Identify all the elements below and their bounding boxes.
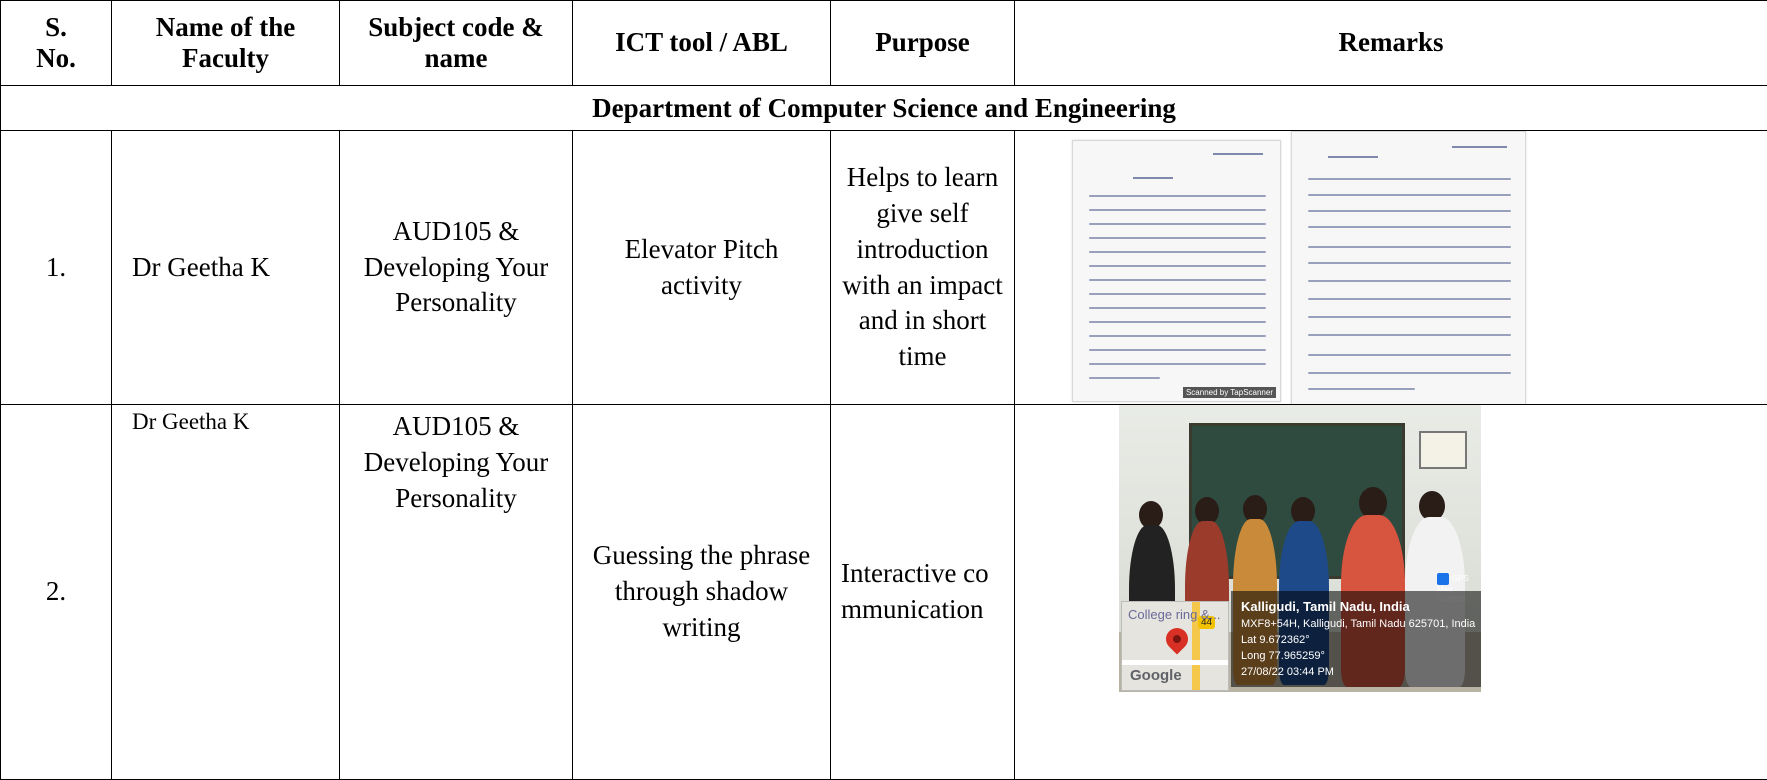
notice-board: [1419, 431, 1467, 469]
row-2-subject: AUD105 & Developing Your Personality: [340, 405, 573, 780]
gps-address: MXF8+54H, Kalligudi, Tamil Nadu 625701, …: [1241, 617, 1477, 633]
row-1-subject: AUD105 & Developing Your Personality: [340, 131, 573, 405]
header-ict: ICT tool / ABL: [573, 1, 831, 86]
handwritten-scan-right: [1291, 131, 1526, 404]
row-1-purpose: Helps to learn give self introduction wi…: [831, 131, 1015, 405]
map-thumbnail: 44 College ring &... Google: [1121, 601, 1229, 691]
table-row: 1. Dr Geetha K AUD105 & Developing Your …: [1, 131, 1767, 405]
map-pin-icon: [1161, 623, 1192, 654]
header-purpose: Purpose: [831, 1, 1015, 86]
scan-stamp: Scanned by TapScanner: [1183, 387, 1276, 398]
classroom-photo: 44 College ring &... Google GPS Map Came…: [1119, 405, 1481, 692]
gps-lat: Lat 9.672362°: [1241, 633, 1477, 649]
remarks-photo: 44 College ring &... Google GPS Map Came…: [1015, 405, 1767, 779]
gps-long: Long 77.965259°: [1241, 649, 1477, 665]
table-row: 2. Dr Geetha K AUD105 & Developing Your …: [1, 405, 1767, 780]
row-2-faculty: Dr Geetha K: [112, 405, 340, 780]
google-logo: Google: [1130, 667, 1182, 684]
map-college-label: College ring &...: [1128, 608, 1221, 622]
row-2-purpose: Interactive communication: [831, 405, 1015, 780]
handwritten-scan-left: Scanned by TapScanner: [1072, 140, 1281, 402]
gps-location: Kalligudi, Tamil Nadu, India: [1241, 599, 1477, 614]
remarks-images: Scanned by TapScanner: [1015, 131, 1767, 404]
gps-overlay: Kalligudi, Tamil Nadu, India MXF8+54H, K…: [1231, 591, 1481, 687]
row-1-sno: 1.: [1, 131, 112, 405]
row-2-sno: 2.: [1, 405, 112, 780]
row-1-faculty: Dr Geetha K: [112, 131, 340, 405]
department-row: Department of Computer Science and Engin…: [1, 86, 1767, 131]
row-1-ict: Elevator Pitch activity: [573, 131, 831, 405]
department-title: Department of Computer Science and Engin…: [1, 86, 1767, 131]
header-faculty: Name of the Faculty: [112, 1, 340, 86]
gps-datetime: 27/08/22 03:44 PM: [1241, 665, 1477, 681]
header-remarks: Remarks: [1015, 1, 1767, 86]
row-1-remarks: Scanned by TapScanner: [1015, 131, 1767, 405]
header-subject: Subject code & name: [340, 1, 573, 86]
row-2-remarks: 44 College ring &... Google GPS Map Came…: [1015, 405, 1767, 780]
header-sno: S. No.: [1, 1, 112, 86]
camera-icon: [1437, 573, 1449, 585]
row-2-ict: Guessing the phrase through shadow writi…: [573, 405, 831, 780]
header-row: S. No. Name of the Faculty Subject code …: [1, 1, 1767, 86]
